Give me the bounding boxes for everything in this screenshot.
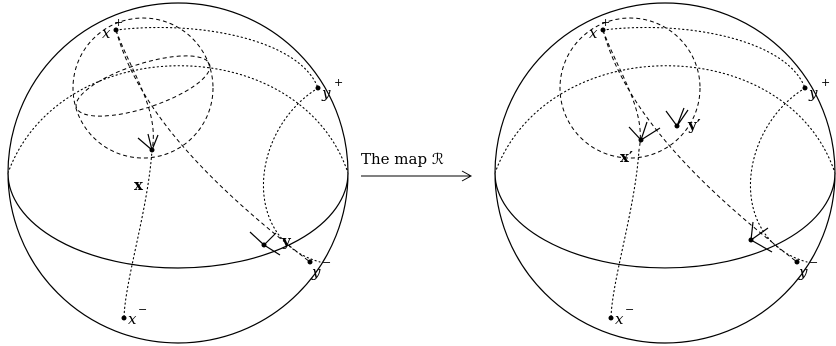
left-sphere: x + y + x y y − x − [7,2,349,344]
right-point-x-plus [600,27,606,33]
left-frame-y [249,231,281,256]
left-label-y-plus: y [321,84,331,102]
right-label-x-plus: x [589,24,598,42]
left-geodesic-x-lower [123,149,153,319]
right-label-x-plus-sup: + [601,16,610,29]
left-label-x-plus: x [102,24,111,42]
right-geodesic-x-lower [610,149,640,319]
left-sphere-outline [7,2,349,344]
right-label-y-minus-sup: − [809,256,818,269]
left-frame-x [137,133,159,151]
right-frame-y-prime [665,107,689,127]
right-sphere-outline [494,2,836,344]
right-point-x-minus [608,315,614,321]
left-point-x-minus [121,315,127,321]
left-dotted-top [115,26,319,89]
left-label-x-minus: x [128,310,137,328]
left-equator-front [7,172,349,269]
map-arrow-head [461,170,473,182]
left-small-ellipse [75,55,211,117]
right-geodesic-x-upper [602,29,641,151]
right-label-y-prime: y′ [687,116,701,134]
left-geodesic-x-upper [115,29,154,151]
right-equator-back [494,65,836,174]
right-label-y-plus-sup: + [821,76,830,89]
right-label-x-prime: x′ [620,148,633,166]
map-caption: The map ℛ [361,150,444,168]
right-small-sphere [559,17,701,159]
right-label-y-minus: y [798,263,808,281]
right-point-y-plus [802,85,808,91]
left-point-y-plus [315,85,321,91]
right-sphere: x + y + x′ y′ y − x − [494,2,836,344]
left-point-x-plus [113,27,119,33]
left-label-y-plus-sup: + [334,76,343,89]
right-frame-y-image [750,221,773,253]
right-frame-x-prime [628,121,661,141]
right-label-y-plus: y [808,84,818,102]
left-point-y-minus [307,259,313,265]
left-dotted-arc [262,87,321,263]
right-dotted-top [602,26,806,89]
left-label-x-minus-sup: − [138,303,147,316]
left-geodesic-to-yminus [115,29,311,263]
right-equator-front [494,172,836,269]
left-small-sphere [72,17,214,159]
right-geodesic-to-yminus [602,29,798,263]
left-label-x: x [134,176,144,194]
right-label-x-minus-sup: − [625,303,634,316]
left-equator-back [7,65,349,174]
right-label-x-minus: x [615,310,624,328]
left-label-y-minus: y [311,263,321,281]
left-label-y-minus-sup: − [322,256,331,269]
left-label-y: y [281,232,292,250]
map-arrow-group: The map ℛ [361,150,473,182]
right-dotted-arc [749,87,808,263]
left-label-x-plus-sup: + [114,16,123,29]
right-point-y-minus [794,259,800,265]
